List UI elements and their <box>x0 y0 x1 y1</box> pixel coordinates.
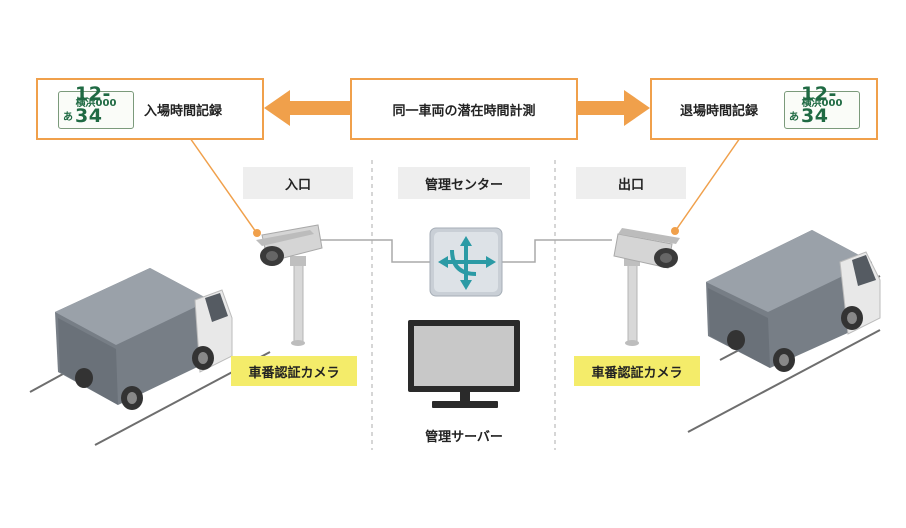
plate-kana: あ <box>789 112 799 123</box>
center-measure-label: 同一車両の潜在時間計測 <box>392 103 536 119</box>
connector-exit <box>675 137 741 231</box>
camera-exit-label: 車番認証カメラ <box>574 356 700 386</box>
connector-entry <box>189 137 257 233</box>
truck-exit-icon <box>706 230 881 372</box>
server-label: 管理サーバー <box>425 430 503 445</box>
connector-dot-exit <box>671 227 679 235</box>
plate-kana: あ <box>63 112 73 123</box>
network-line-left <box>320 239 430 263</box>
plate-region: 横浜000 <box>801 98 843 109</box>
zone-entrance-label: 入口 <box>243 167 353 199</box>
camera-entry-label: 車番認証カメラ <box>231 356 357 386</box>
network-line-right <box>502 239 612 263</box>
camera-entry-icon <box>256 224 323 346</box>
plate-number: 12-34 <box>801 83 837 127</box>
license-plate-entry: 横浜000 あ 12-34 <box>58 83 134 129</box>
server-monitor-icon <box>408 320 520 408</box>
connector-dot-entry <box>253 229 261 237</box>
zone-exit-label: 出口 <box>576 167 686 199</box>
zone-center-label: 管理センター <box>398 167 530 199</box>
hub-icon <box>429 227 503 297</box>
exit-record-box: 退場時間記録 横浜000 あ 12-34 <box>650 78 878 140</box>
plate-region: 横浜000 <box>75 98 117 109</box>
arrow-left <box>264 90 352 126</box>
truck-entry-icon <box>55 268 233 410</box>
license-plate-exit: 横浜000 あ 12-34 <box>784 83 860 129</box>
center-measure-box: 同一車両の潜在時間計測 <box>350 78 578 140</box>
entry-record-box: 横浜000 あ 12-34 入場時間記録 <box>36 78 264 140</box>
camera-exit-icon <box>613 228 680 346</box>
entry-record-label: 入場時間記録 <box>144 104 223 119</box>
arrow-right <box>578 90 650 126</box>
plate-number: 12-34 <box>75 83 111 127</box>
exit-record-label: 退場時間記録 <box>680 104 759 119</box>
